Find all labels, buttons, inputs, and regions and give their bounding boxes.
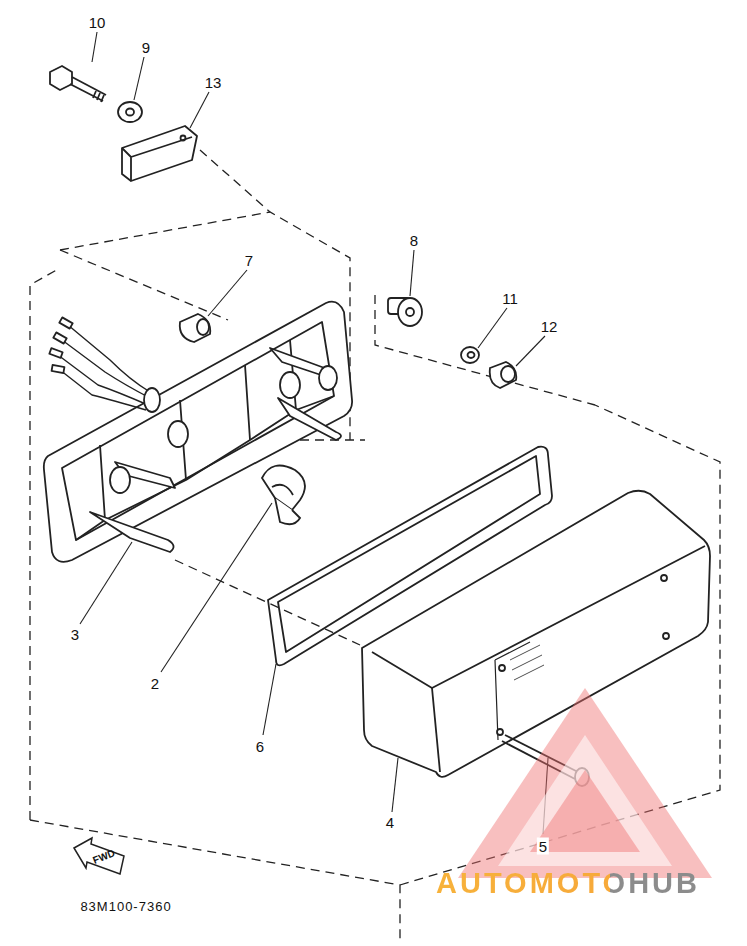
grommets-and-nuts xyxy=(180,298,517,388)
housing xyxy=(44,302,352,562)
callout-number: 6 xyxy=(254,738,266,755)
watermark-logo xyxy=(458,688,712,878)
callout-number: 2 xyxy=(149,675,161,692)
forward-arrow xyxy=(74,838,124,874)
callout-number: 13 xyxy=(203,74,224,91)
bracket-parts xyxy=(50,66,197,181)
callout-number: 3 xyxy=(69,626,81,643)
callout-number: 5 xyxy=(537,838,549,855)
lens xyxy=(362,491,710,777)
watermark: AUTOMOTOHUB xyxy=(436,869,700,898)
callout-number: 12 xyxy=(539,318,560,335)
assembly-outline xyxy=(30,150,720,940)
drawing-code: 83M100-7360 xyxy=(78,899,173,914)
bulb xyxy=(262,466,305,525)
callout-number: 8 xyxy=(408,232,420,249)
callout-number: 11 xyxy=(500,290,520,307)
callout-number: 10 xyxy=(87,14,108,31)
callout-number: 4 xyxy=(384,814,396,831)
callout-number: 9 xyxy=(140,39,152,56)
leader-lines xyxy=(80,32,548,834)
callout-number: 7 xyxy=(243,252,255,269)
